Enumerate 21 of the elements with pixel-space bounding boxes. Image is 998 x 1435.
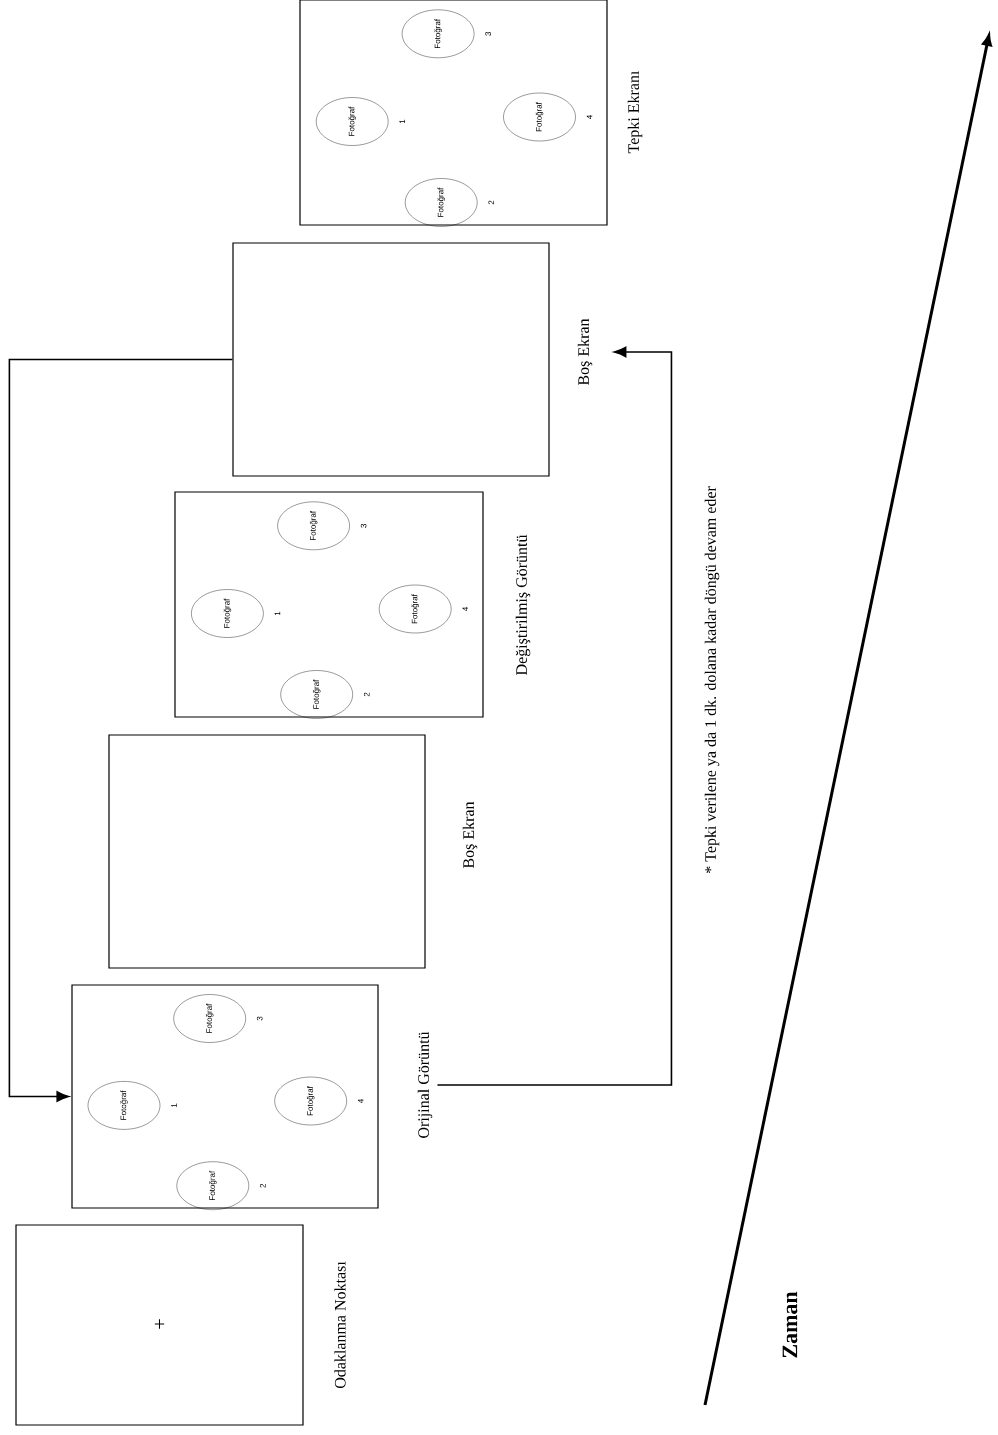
arrow — [436, 346, 673, 1086]
screen-box: + — [15, 1224, 304, 1426]
option-number: 1 — [399, 119, 405, 124]
screen-caption: Tepki Ekranı — [627, 70, 643, 154]
option-number: 3 — [256, 1016, 263, 1021]
screen-caption: Değiştirilmiş Görüntü — [515, 534, 531, 675]
arrow — [8, 358, 234, 1102]
option-number: 1 — [171, 1103, 177, 1107]
screen-caption: Odaklanma Noktası — [334, 1261, 346, 1389]
screen-caption: Boş Ekran — [462, 801, 478, 869]
option-number: 4 — [357, 1099, 364, 1104]
option-number: 3 — [360, 523, 367, 528]
option-number: 4 — [586, 115, 593, 120]
option-number: 3 — [485, 31, 491, 36]
option-number: 2 — [260, 1183, 266, 1188]
screen-caption: Orijinal Görüntü — [417, 1031, 433, 1138]
option-number: 4 — [462, 607, 468, 612]
option-number: 2 — [363, 692, 370, 697]
option-number: 1 — [274, 611, 281, 616]
option-number: 2 — [488, 200, 494, 205]
screen-caption: Boş Ekran — [577, 318, 593, 386]
